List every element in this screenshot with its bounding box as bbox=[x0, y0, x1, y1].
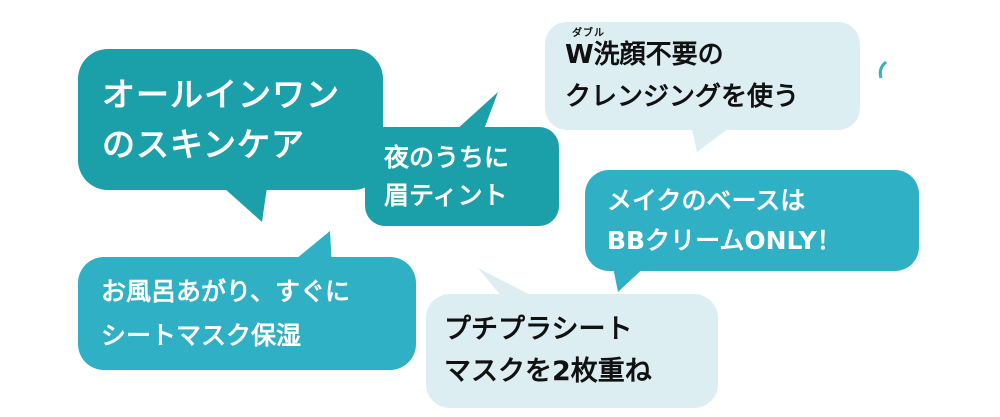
bubble-text-line: プチプラシート bbox=[444, 314, 633, 345]
speech-bubble-after-bath-sheet-mask: お風呂あがり、すぐに シートマスク保湿 bbox=[78, 257, 416, 370]
decorative-stroke bbox=[878, 60, 887, 79]
bubble-text-line: マスクを2枚重ね bbox=[444, 356, 652, 387]
bubble-text-line: お風呂あがり、すぐに bbox=[101, 276, 351, 306]
bubble-text-line: 夜のうちに bbox=[384, 142, 510, 172]
speech-bubble-bb-cream: メイクのベースは BBクリームONLY！ bbox=[585, 170, 919, 271]
bubble-text-line: のスキンケア bbox=[102, 124, 306, 164]
bubble-text-line: シートマスク保湿 bbox=[101, 320, 302, 350]
tail-skincare-bubble bbox=[215, 180, 268, 222]
bubble-text-line: W洗顔不要の bbox=[565, 40, 724, 70]
speech-bubble-double-sheet-mask: プチプラシート マスクを2枚重ね bbox=[426, 294, 718, 408]
furigana-ruby: ダブル bbox=[572, 28, 605, 39]
speech-bubble-overnight-brow-tint: 夜のうちに 眉ティント bbox=[365, 127, 559, 226]
speech-bubble-cleansing: W洗顔不要の クレンジングを使う bbox=[545, 22, 860, 130]
bubble-text-line: メイクのベースは bbox=[607, 185, 806, 215]
bubble-text-line: クレンジングを使う bbox=[565, 82, 800, 112]
speech-bubble-all-in-one-skincare: オールインワン のスキンケア bbox=[78, 49, 383, 190]
bubble-text-line: オールインワン bbox=[102, 74, 340, 114]
bubble-text-line: 眉ティント bbox=[384, 180, 508, 210]
bubble-text-line: BBクリームONLY！ bbox=[607, 225, 842, 255]
